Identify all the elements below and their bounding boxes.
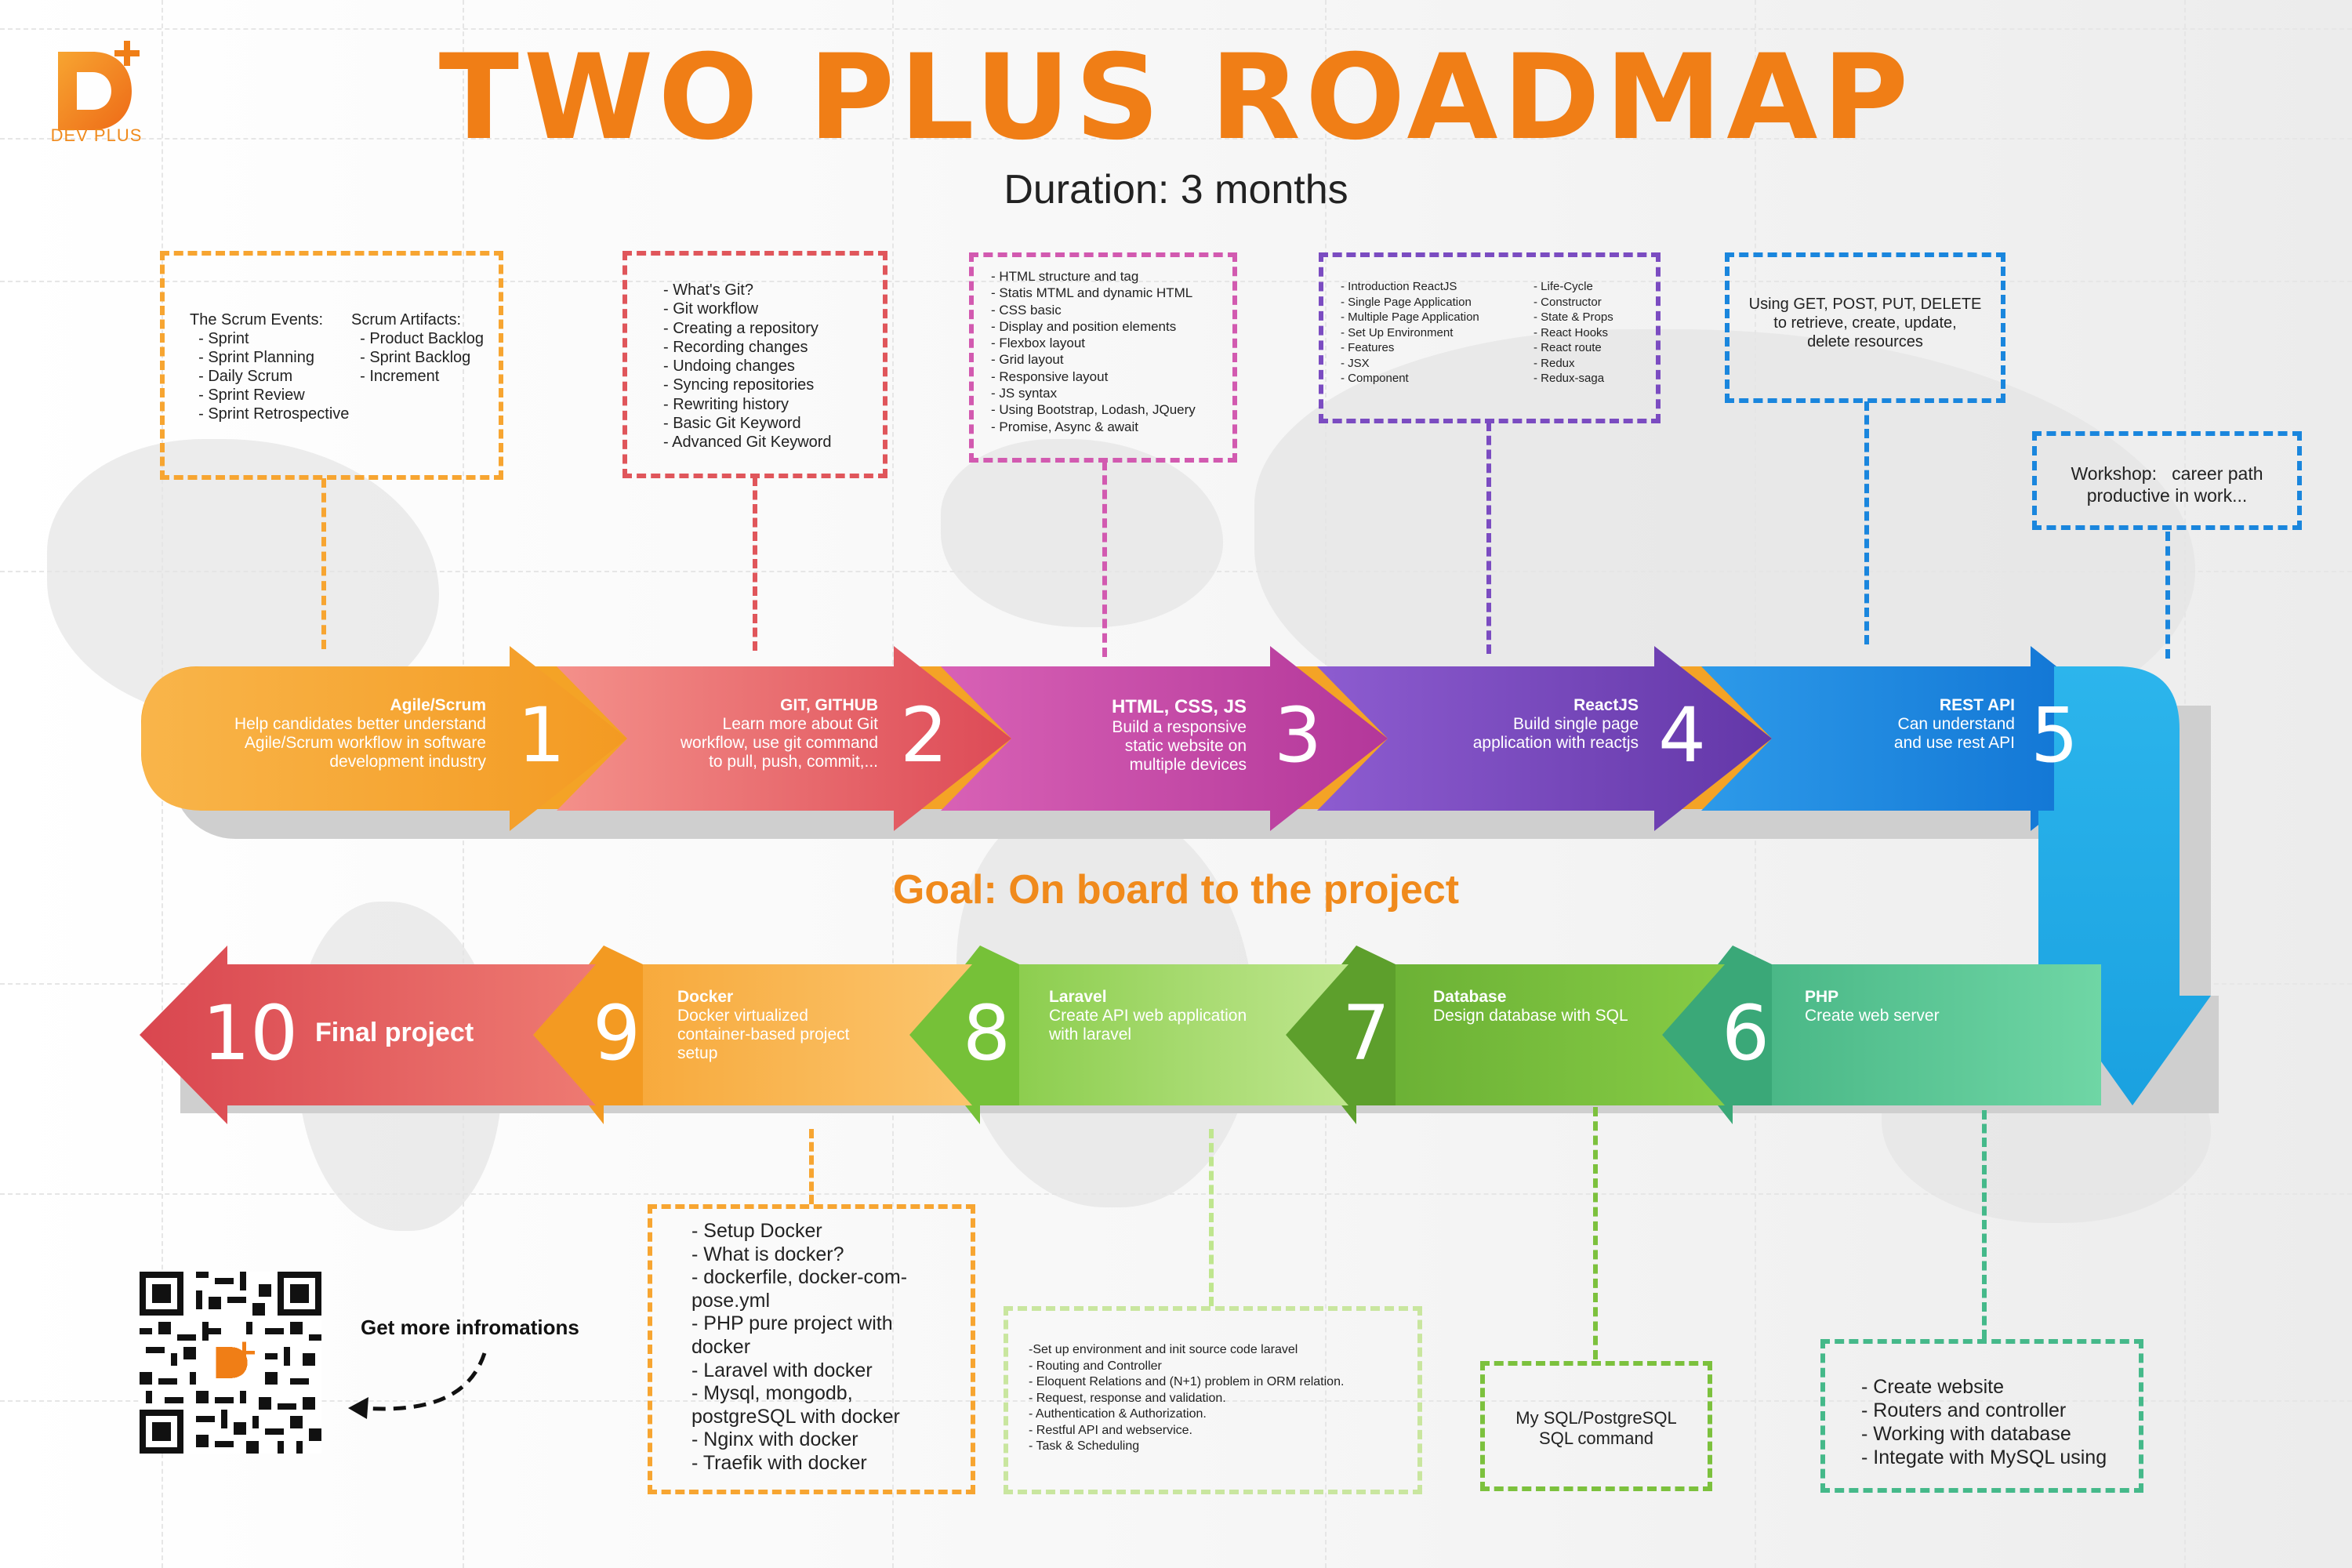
git-topics-list: - What's Git? - Git workflow - Creating …: [663, 281, 832, 452]
world-map-shape: [941, 439, 1223, 627]
step-description: Create web server: [1805, 1007, 1940, 1025]
goal-heading: Goal: On board to the project: [892, 867, 1460, 913]
step-description: Create API web application with laravel: [1049, 1007, 1247, 1044]
laravel-detail-box: -Set up environment and init source code…: [1004, 1306, 1422, 1494]
database-detail-box: My SQL/PostgreSQL SQL command: [1480, 1361, 1712, 1491]
step-7-card: Database Design database with SQL: [1433, 988, 1668, 1025]
background-gridline: [0, 1400, 2352, 1402]
step-title: Laravel: [1049, 988, 1107, 1006]
connector-line: [1982, 1110, 1987, 1339]
step-title: GIT, GITHUB: [780, 696, 878, 714]
react-detail-box: - Introduction ReactJS - Single Page App…: [1319, 252, 1661, 423]
react-topics-list: - Introduction ReactJS - Single Page App…: [1341, 280, 1479, 385]
qr-caption: Get more infromations: [361, 1316, 579, 1339]
step-title: Agile/Scrum: [390, 696, 486, 714]
html-topics-list: - HTML structure and tag - Statis MTML a…: [991, 269, 1196, 434]
connector-line: [1864, 401, 1869, 644]
step-number: 7: [1342, 989, 1391, 1077]
laravel-topics-list: -Set up environment and init source code…: [1029, 1343, 1345, 1453]
step-description: Learn more about Git workflow, use git c…: [680, 715, 878, 771]
duration-subtitle: Duration: 3 months: [1004, 167, 1348, 212]
connector-line: [2165, 532, 2170, 659]
php-detail-box: - Create website - Routers and controlle…: [1820, 1339, 2143, 1493]
connector-line: [321, 478, 326, 649]
connector-line: [1593, 1107, 1598, 1359]
dev-plus-logo: [58, 41, 140, 130]
step-description: Build single page application with react…: [1472, 715, 1639, 752]
step-title: ReactJS: [1573, 696, 1639, 714]
background-gridline: [0, 1193, 2352, 1195]
step-title: Database: [1433, 988, 1507, 1006]
step-number: 2: [900, 691, 949, 779]
workshop-detail-box: Workshop: career path productive in work…: [2032, 431, 2302, 530]
scrum-artifacts-list: Scrum Artifacts: - Product Backlog - Spr…: [351, 311, 484, 385]
step-4-card: ReactJS Build single page application wi…: [1396, 696, 1639, 753]
docker-detail-box: - Setup Docker - What is docker? - docke…: [648, 1204, 975, 1494]
qr-code[interactable]: [140, 1272, 321, 1454]
brand-name: DEV PLUS: [50, 125, 143, 145]
step-title: REST API: [1939, 696, 2015, 714]
connector-line: [753, 477, 757, 651]
step-number: 3: [1274, 691, 1323, 779]
html-detail-box: - HTML structure and tag - Statis MTML a…: [969, 252, 1237, 463]
php-topics-list: - Create website - Routers and controlle…: [1861, 1376, 2107, 1468]
workshop-topics: Workshop: career path productive in work…: [2071, 463, 2263, 506]
curved-arrow-icon: [348, 1352, 487, 1419]
page-title: TWO PLUS ROADMAP: [438, 30, 1914, 166]
step-description: Design database with SQL: [1433, 1007, 1628, 1025]
step-9-card: Docker Docker virtualized container-base…: [677, 988, 913, 1063]
step-6-card: PHP Create web server: [1805, 988, 2040, 1025]
step-1-card: Agile/Scrum Help candidates better under…: [196, 696, 486, 771]
connector-line: [1102, 461, 1107, 657]
step-number: 1: [517, 691, 566, 779]
step-3-card: HTML, CSS, JS Build a responsive static …: [1019, 696, 1247, 775]
step-number: 9: [593, 989, 641, 1077]
scrum-events-list: The Scrum Events: - Sprint - Sprint Plan…: [190, 311, 350, 423]
docker-topics-list: - Setup Docker - What is docker? - docke…: [691, 1220, 908, 1474]
git-detail-box: - What's Git? - Git workflow - Creating …: [622, 251, 887, 478]
react-topics-list: - Life-Cycle - Constructor - State & Pro…: [1534, 280, 1613, 385]
step-title: Final project: [315, 1018, 474, 1047]
step-2-card: GIT, GITHUB Learn more about Git workflo…: [627, 696, 878, 771]
step-number: 8: [963, 989, 1011, 1077]
scrum-detail-box: The Scrum Events: - Sprint - Sprint Plan…: [160, 251, 503, 480]
step-10-card: Final project: [315, 1018, 519, 1048]
step-number: 5: [2031, 691, 2079, 779]
step-title: PHP: [1805, 988, 1839, 1006]
background-gridline: [0, 28, 2352, 30]
step-number: 10: [202, 989, 299, 1077]
step-description: Can understand and use rest API: [1893, 715, 2015, 752]
background-gridline: [0, 281, 2352, 282]
database-topics: My SQL/PostgreSQL SQL command: [1515, 1408, 1677, 1448]
connector-line: [809, 1129, 814, 1204]
step-description: Build a responsive static website on mul…: [1112, 718, 1247, 774]
step-8-card: Laravel Create API web application with …: [1049, 988, 1284, 1044]
step-number: 6: [1722, 989, 1770, 1077]
step-number: 4: [1658, 691, 1707, 779]
rest-api-detail-box: Using GET, POST, PUT, DELETE to retrieve…: [1725, 252, 2005, 403]
step-title: Docker: [677, 988, 734, 1006]
step-description: Help candidates better understand Agile/…: [234, 715, 486, 771]
step-description: Docker virtualized container-based proje…: [677, 1007, 850, 1062]
step-5-card: REST API Can understand and use rest API: [1803, 696, 2015, 753]
background-gridline: [0, 138, 2352, 140]
rest-api-topics: Using GET, POST, PUT, DELETE to retrieve…: [1748, 296, 1982, 350]
connector-line: [1486, 422, 1491, 654]
connector-line: [1209, 1129, 1214, 1306]
step-title: HTML, CSS, JS: [1111, 696, 1247, 717]
